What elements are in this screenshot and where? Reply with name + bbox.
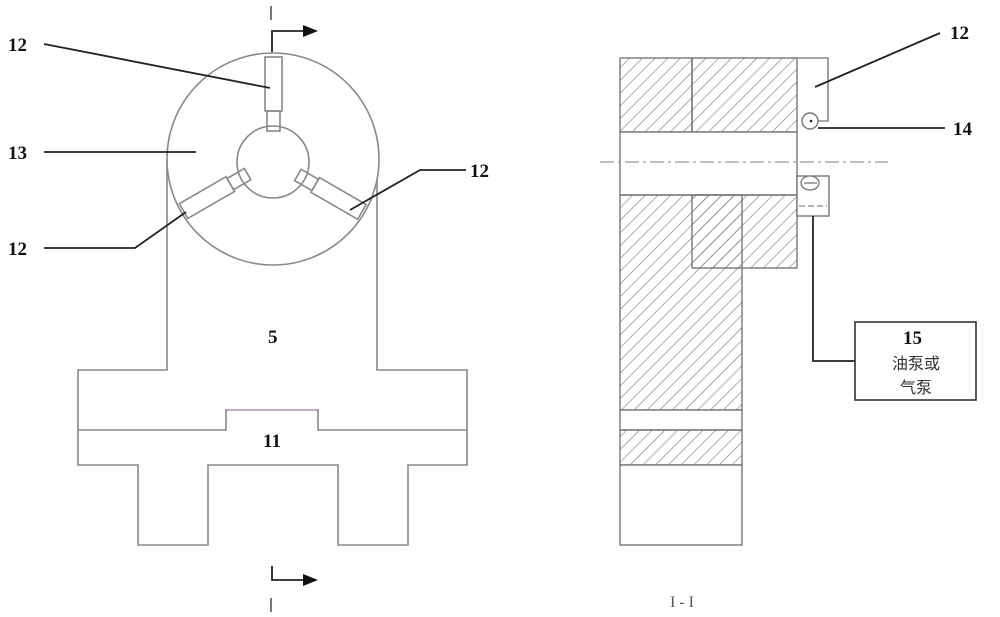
pump-pipe (813, 216, 855, 361)
pump-text-line2: 气泵 (900, 378, 932, 397)
spindle-bore (620, 132, 797, 195)
label-jaw-lower-right: 12 (470, 161, 489, 182)
label-jaw-section: 12 (950, 23, 969, 44)
front-view: 12 13 12 12 5 11 (8, 6, 489, 612)
section-arrow-top-icon (303, 25, 318, 37)
label-chuck-body: 13 (8, 143, 27, 164)
label-jaw-top: 12 (8, 35, 27, 56)
upper-block-right (692, 58, 797, 132)
label-jaw-lower-left: 12 (8, 239, 27, 260)
section-view: 15 油泵或 气泵 12 14 I - I (600, 23, 976, 611)
label-base: 11 (263, 431, 281, 452)
upper-block-left (620, 58, 692, 132)
chuck-outer-circle (167, 53, 379, 265)
pump-text-line1: 油泵或 (892, 354, 940, 373)
label-ball: 14 (953, 119, 973, 140)
label-pump-number: 15 (903, 328, 922, 349)
section-caption: I - I (670, 594, 694, 611)
section-arrow-bottom-icon (303, 574, 318, 586)
base-slot-line (78, 410, 467, 430)
base-section (620, 430, 742, 465)
jaw-section (797, 58, 828, 121)
lower-block-right (692, 195, 797, 268)
label-pedestal: 5 (268, 327, 278, 348)
